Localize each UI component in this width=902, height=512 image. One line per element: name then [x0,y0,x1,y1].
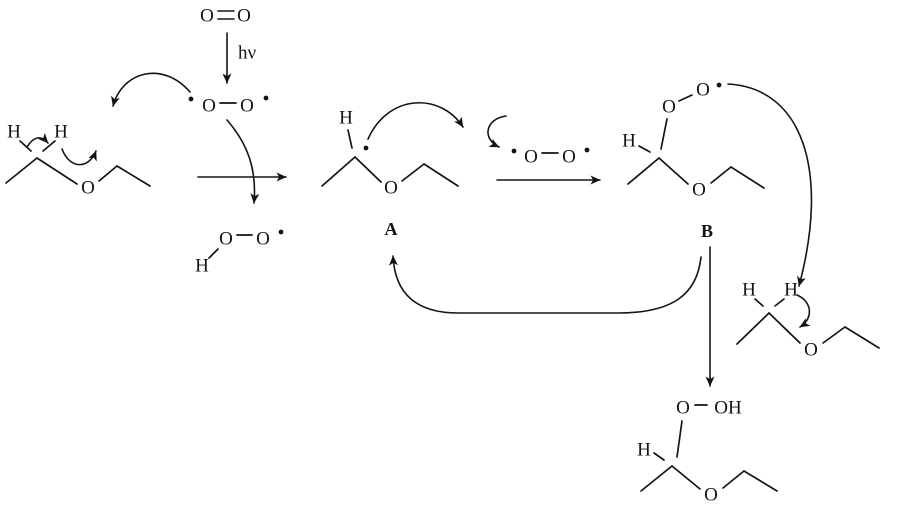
bond [671,465,701,490]
peroxy-radical-B: O O H O B [622,80,765,241]
bond [736,312,770,345]
bond [116,165,151,187]
bond [627,157,660,185]
bond-CH [19,140,32,152]
bond [678,94,693,102]
curved-arrow-abstraction [111,72,191,107]
hydroperoxyl-radical: O O H [195,229,284,277]
radical-A: H O A [321,102,464,239]
atom-H: H [637,440,651,461]
oxygen-diradical-1: O O [188,95,269,117]
bond [640,465,673,492]
bond [743,470,778,492]
atom-O: O [562,147,576,168]
bond-CH [638,145,651,153]
intermediate-label-B: B [701,221,713,241]
bond [676,420,683,458]
atom-O: O [200,6,214,27]
curved-arrow-A-to-O2 [367,102,464,140]
radical-dot [188,96,194,102]
bond [321,156,356,187]
atom-O: O [704,485,718,506]
atom-H: H [54,122,68,143]
atom-O: O [524,147,538,168]
bond-CH [754,298,764,307]
hydroperoxide-product: O OH H O [637,398,778,506]
bond [844,326,880,349]
diethyl-ether-1: H H O [5,122,151,199]
atom-O: O [662,97,676,118]
atom-OH: OH [714,398,742,419]
bond [822,326,846,344]
bond [354,156,382,183]
bond [710,166,732,184]
radical-dot [716,82,722,88]
atom-H: H [742,280,756,301]
atom-O: O [692,180,706,201]
radical-dot [278,229,284,235]
curved-arrow-hook [796,294,811,328]
bond [5,157,38,184]
atom-O: O [219,229,233,250]
curved-arrow-hook [487,115,507,148]
bond-CH [653,452,665,461]
bond-CH [774,298,785,307]
curved-arrow-B-to-ether [727,83,813,287]
bond [208,248,219,259]
bond [658,157,689,185]
radical-dot [511,148,517,154]
atom-O: O [384,178,398,199]
bond [730,166,765,189]
atom-O: O [81,178,95,199]
atom-O: O [240,96,254,117]
photon-label: hν [238,43,257,64]
bond [401,163,425,182]
atom-H: H [784,280,798,301]
intermediate-label-A: A [385,219,398,239]
oxygen-diradical-2: O O [511,147,590,168]
bond [98,165,118,182]
photoexcitation-arrow: hν [222,32,257,84]
curved-arrow-small [26,132,49,148]
atom-H: H [195,256,209,277]
bond [36,157,78,185]
bond [423,163,459,187]
curved-arrow-to-hoo [226,119,260,204]
bond [660,118,668,150]
bond [722,470,745,489]
chain-propagation-arrow [388,255,702,314]
bond-CH [42,140,56,152]
atom-H: H [7,122,21,143]
atom-O: O [804,340,818,361]
oxygen-molecule: O O [200,6,251,27]
bond [768,312,801,344]
bond-CH [347,129,353,149]
atom-H: H [622,131,636,152]
radical-dot [263,95,269,101]
atom-O: O [256,229,270,250]
atom-O: O [676,398,690,419]
atom-O: O [202,96,216,117]
radical-dot [584,147,590,153]
curved-arrow-hook [61,148,97,166]
atom-O: O [237,6,251,27]
atom-H: H [339,108,353,129]
diethyl-ether-2: H H O [736,280,880,361]
radical-dot [363,145,369,151]
atom-O: O [696,80,710,101]
